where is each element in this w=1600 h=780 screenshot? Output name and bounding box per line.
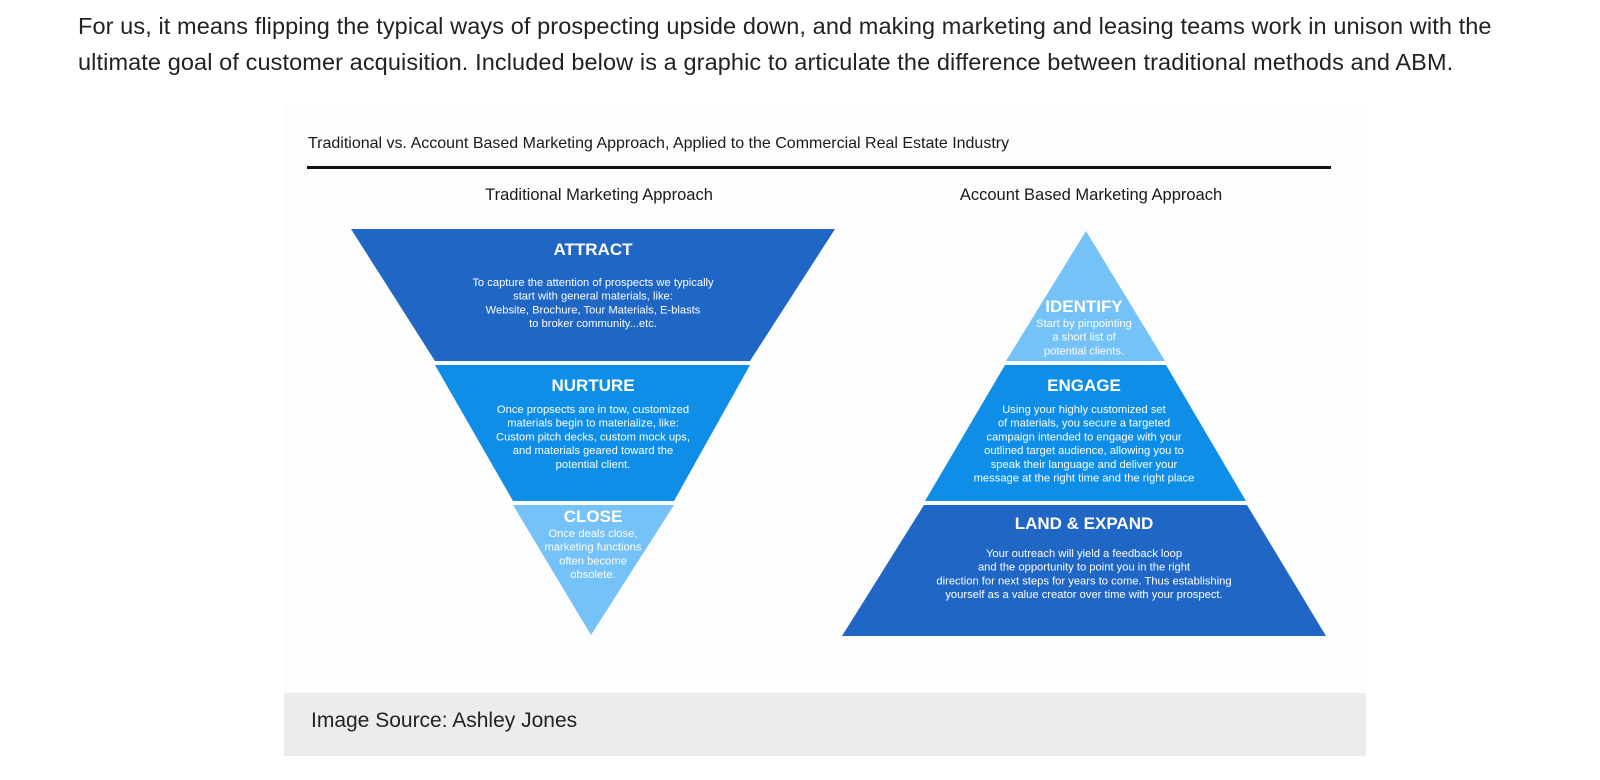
description-line: Your outreach will yield a feedback loop [986,548,1182,560]
description-line: potential client. [556,459,631,471]
description-line: Once deals close, [549,528,638,540]
engage-title: ENGAGE [1047,376,1121,395]
engage-description: Using your highly customized set of mater… [974,404,1195,485]
figure-title-divider [307,166,1331,169]
intro-paragraph: For us, it means flipping the typical wa… [78,13,1492,75]
description-line: potential clients. [1044,345,1124,357]
land-expand-title: LAND & EXPAND [1015,514,1154,533]
funnel-pyramid-diagram: ATTRACT To capture the attention of pros… [351,229,1326,636]
description-line: materials begin to materialize, like: [507,418,679,430]
nurture-description: Once propsects are in tow, customized mat… [496,404,690,471]
description-line: speak their language and deliver your [991,459,1178,471]
abm-approach-heading: Account Based Marketing Approach [959,186,1223,204]
identify-title: IDENTIFY [1045,297,1123,316]
description-line: Custom pitch decks, custom mock ups, [496,431,690,443]
nurture-title: NURTURE [551,376,634,395]
attract-description: To capture the attention of prospects we… [472,277,714,330]
description-line: direction for next steps for years to co… [936,575,1231,587]
description-line: Start by pinpointing [1036,318,1132,330]
traditional-approach-heading: Traditional Marketing Approach [485,186,713,204]
land-expand-description: Your outreach will yield a feedback loop… [936,548,1231,601]
description-line: and materials geared toward the [513,445,673,457]
description-line: often become [559,555,627,567]
marketing-comparison-figure: Traditional vs. Account Based Marketing … [284,105,1366,695]
description-line: obsolete. [570,569,615,581]
description-line: outlined target audience, allowing you t… [984,445,1184,457]
figure-title: Traditional vs. Account Based Marketing … [308,135,1010,152]
description-line: Using your highly customized set [1002,404,1166,416]
land-expand-tier [842,505,1326,636]
attract-tier [351,229,835,361]
description-line: start with general materials, like: [513,291,673,303]
engage-tier [925,365,1246,501]
description-line: To capture the attention of prospects we… [472,277,714,289]
image-source-text: Image Source: Ashley Jones [311,709,578,732]
description-line: message at the right time and the right … [974,473,1195,485]
description-line: marketing functions [544,542,641,554]
description-line: and the opportunity to point you in the … [978,562,1191,574]
close-title: CLOSE [564,507,623,526]
nurture-tier [435,365,750,501]
description-line: of materials, you secure a targeted [998,418,1170,430]
abm-pyramid: IDENTIFY Start by pinpointing a short lis… [842,231,1326,636]
description-line: campaign intended to engage with your [986,431,1182,443]
description-line: yourself as a value creator over time wi… [945,589,1222,601]
description-line: Once propsects are in tow, customized [497,404,689,416]
attract-title: ATTRACT [554,240,634,259]
close-tier [513,505,674,635]
description-line: a short list of [1052,332,1116,344]
description-line: to broker community...etc. [529,318,657,330]
identify-tier [1006,231,1165,361]
traditional-funnel: ATTRACT To capture the attention of pros… [351,229,835,635]
image-source-caption: Image Source: Ashley Jones [284,693,1366,756]
description-line: Website, Brochure, Tour Materials, E-bla… [486,304,701,316]
